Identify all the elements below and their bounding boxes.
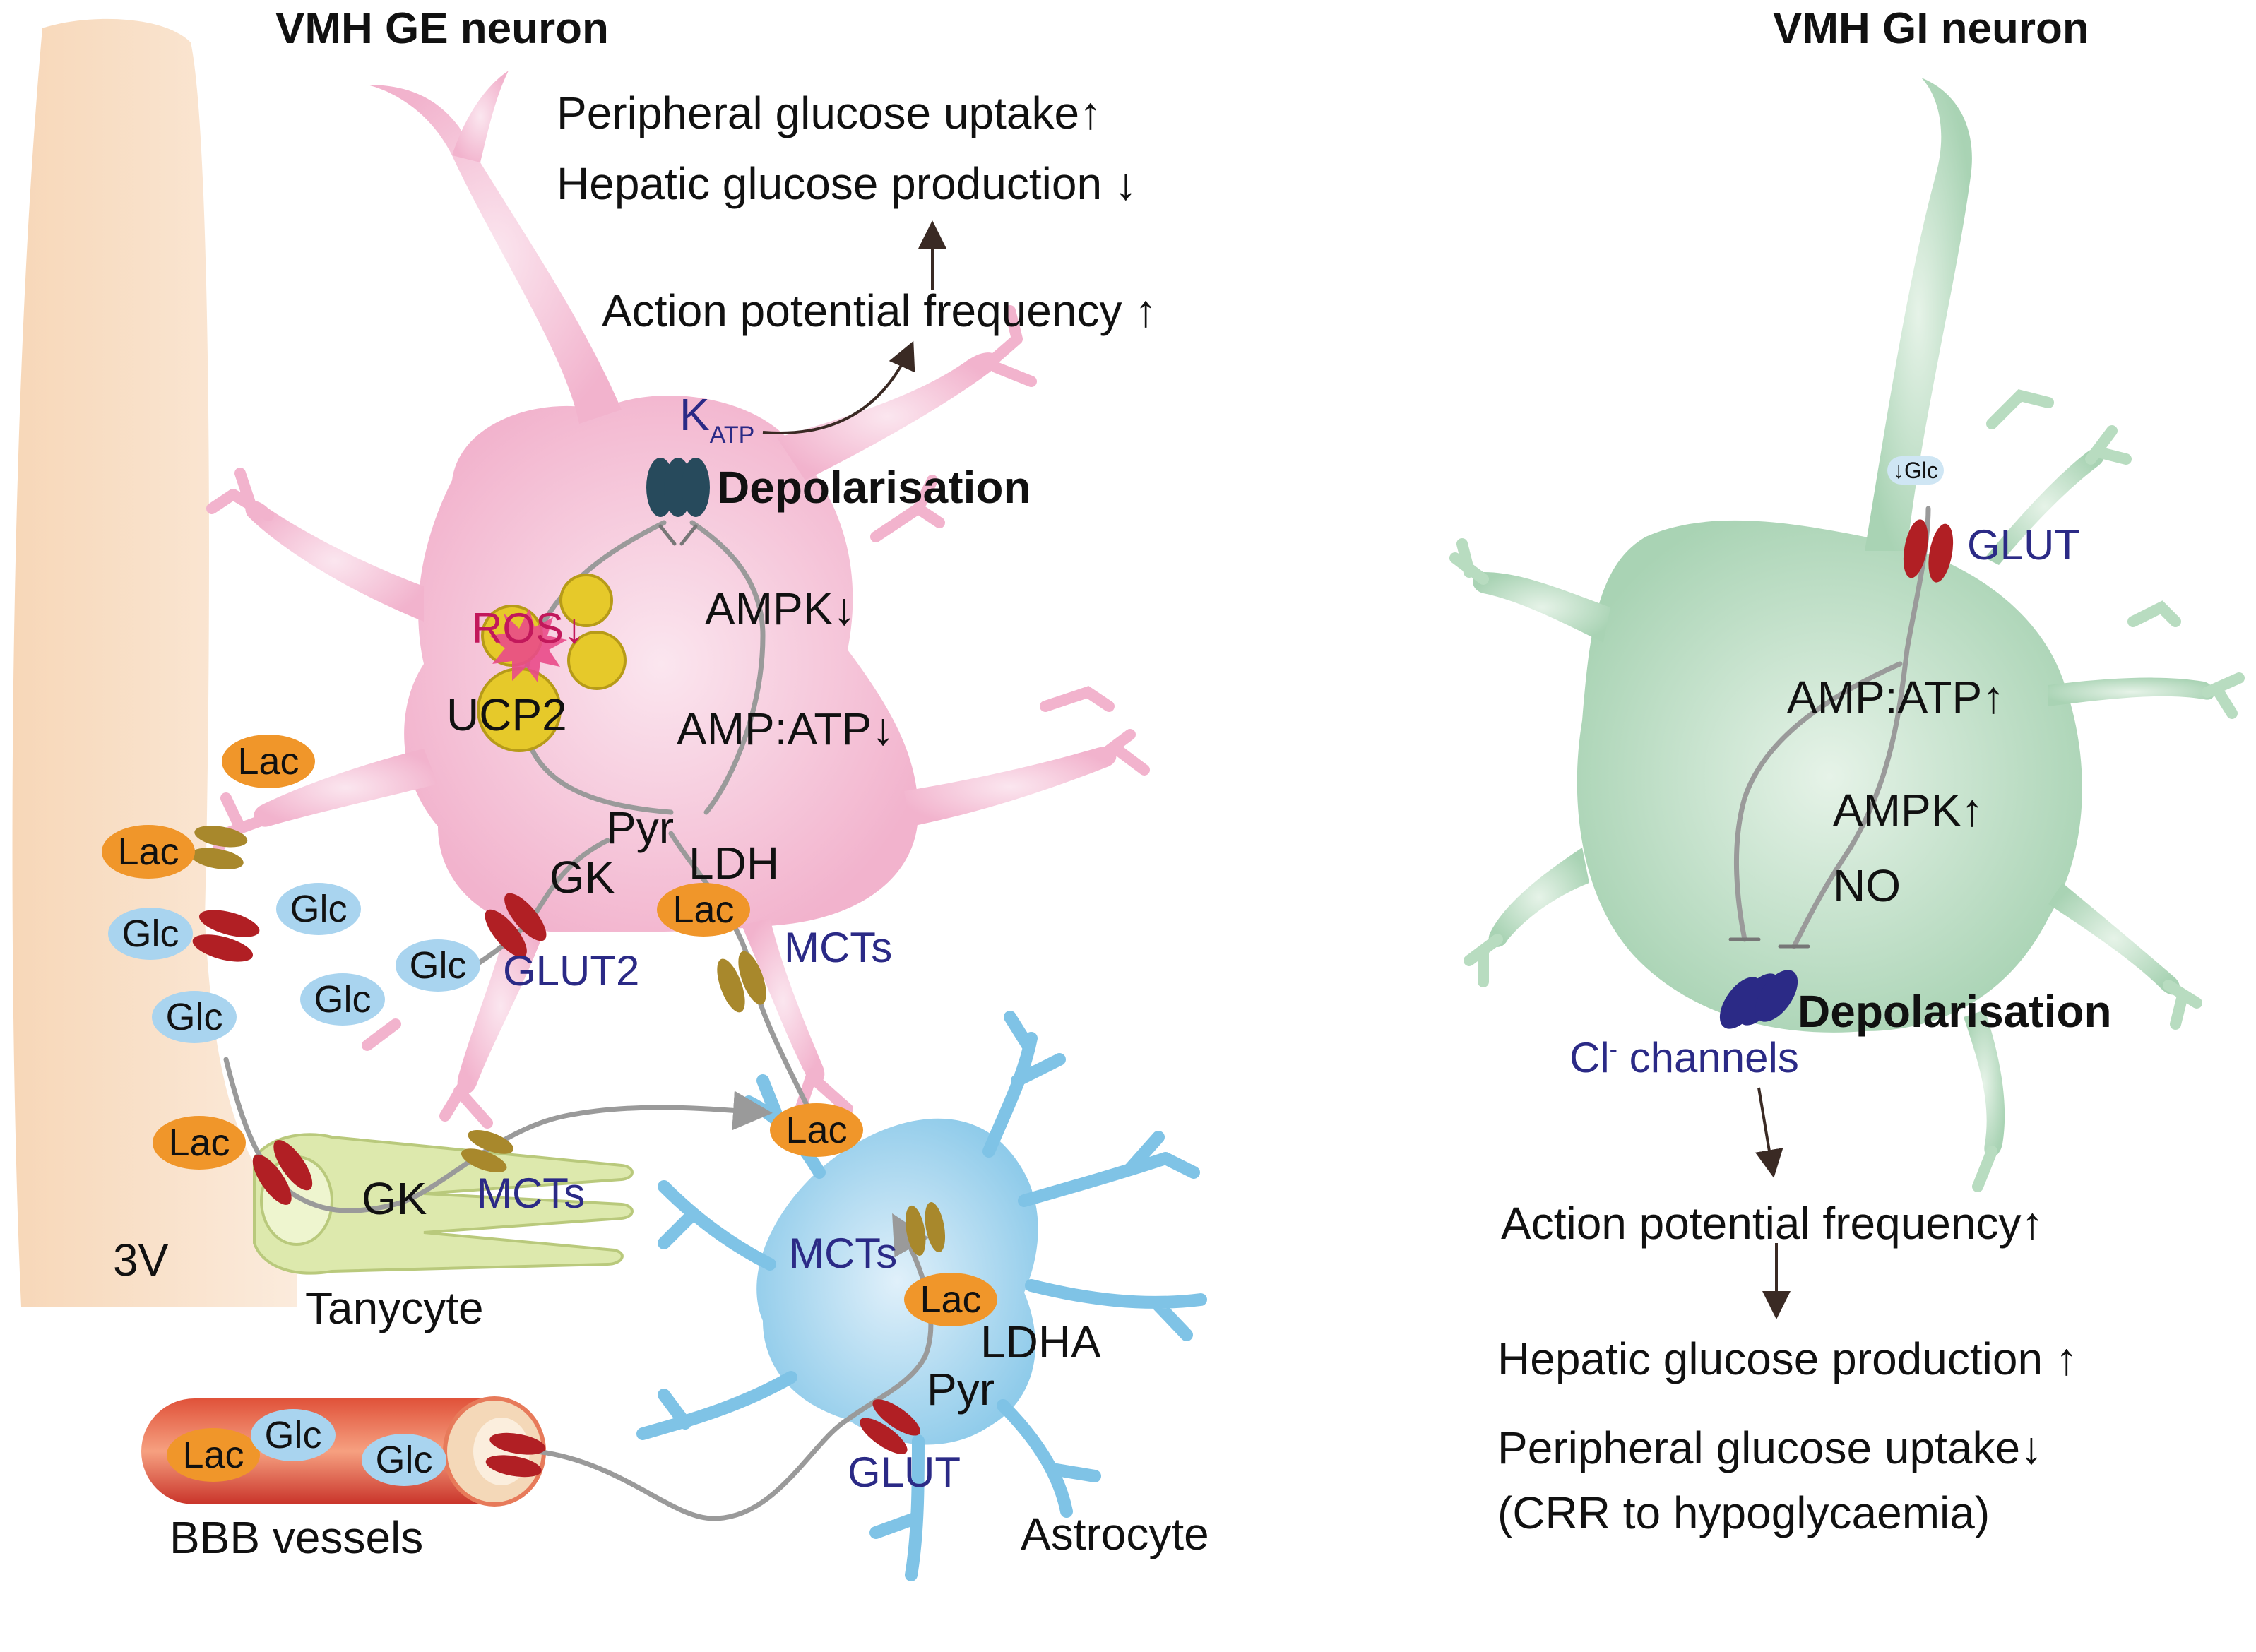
cl-channel xyxy=(1719,970,1798,1029)
third-ventricle-shape xyxy=(12,18,297,1307)
lac-chip-2: Lac xyxy=(102,825,195,879)
ge-lac-chip: Lac xyxy=(657,883,750,937)
glc-chip-1: Glc xyxy=(108,908,193,960)
bbb-glc-chip-1: Glc xyxy=(251,1409,336,1461)
ge-glc-chip: Glc xyxy=(396,939,480,992)
bbb-label: BBB vessels xyxy=(170,1512,424,1563)
mct-transporters xyxy=(190,825,946,1256)
ge-effect-hepatic: Hepatic glucose production ↓ xyxy=(557,158,1137,209)
gi-ampatp-label: AMP:ATP↑ xyxy=(1787,672,2005,723)
katp-channel xyxy=(646,458,710,517)
gi-glut-label: GLUT xyxy=(1967,521,2081,569)
astro-pyr-label: Pyr xyxy=(927,1364,995,1415)
glut2-label: GLUT2 xyxy=(503,947,640,994)
ge-effect-uptake: Peripheral glucose uptake↑ xyxy=(557,88,1103,138)
astro-mcts-label: MCTs xyxy=(789,1230,898,1277)
output-arrows xyxy=(762,220,1791,1319)
ge-ampk-label: AMPK↓ xyxy=(705,583,856,634)
ge-pyr-label: Pyr xyxy=(606,802,674,853)
astrocyte-cell xyxy=(756,1118,1038,1445)
tanycyte-gk-label: GK xyxy=(362,1173,427,1224)
lac-chip-1: Lac xyxy=(222,735,315,788)
gi-glc-label: ↓Glc xyxy=(1887,456,1944,485)
lac-chip-3: Lac xyxy=(153,1116,246,1170)
astro-lac-chip: Lac xyxy=(904,1273,997,1326)
gi-effect-ap: Action potential frequency↑ xyxy=(1501,1198,2044,1249)
astrocyte-processes xyxy=(636,1011,1207,1581)
bbb-lac-chip: Lac xyxy=(167,1428,260,1482)
gi-effect-uptake: Peripheral glucose uptake↓ xyxy=(1497,1422,2043,1473)
ge-neuron-cell xyxy=(245,71,1117,1095)
third-ventricle-label: 3V xyxy=(113,1235,169,1285)
astro-glut-label: GLUT xyxy=(848,1449,961,1496)
ge-mcts-label: MCTs xyxy=(784,924,893,971)
bbb-glc-chip-2: Glc xyxy=(362,1434,446,1486)
gi-ampk-label: AMPK↑ xyxy=(1833,785,1984,836)
ge-effect-ap: Action potential frequency ↑ xyxy=(602,285,1158,336)
astrocyte-label: Astrocyte xyxy=(1021,1509,1209,1559)
astro-lac-top-chip: Lac xyxy=(770,1103,863,1157)
cl-channels-label: Cl- channels xyxy=(1569,1034,1799,1081)
ucp2-label: UCP2 xyxy=(446,689,567,740)
tanycyte-label: Tanycyte xyxy=(305,1283,484,1333)
tanycyte-mcts-label: MCTs xyxy=(477,1170,586,1217)
gi-neuron-dendrites xyxy=(1449,389,2245,1192)
ldha-label: LDHA xyxy=(980,1317,1101,1367)
ge-ampatp-label: AMP:ATP↓ xyxy=(677,703,895,754)
gi-neuron-cell xyxy=(1473,78,2214,1158)
ge-depolarisation-label: Depolarisation xyxy=(717,462,1031,513)
glut-transporters xyxy=(192,519,1954,1478)
ge-ldh-label: LDH xyxy=(689,838,780,889)
ge-gk-label: GK xyxy=(550,852,615,903)
gi-depolarisation-label: Depolarisation xyxy=(1798,986,2112,1037)
ge-neuron-title: VMH GE neuron xyxy=(275,4,609,53)
gi-effect-hepatic: Hepatic glucose production ↑ xyxy=(1497,1333,2078,1384)
glc-chip-4: Glc xyxy=(152,991,237,1043)
glc-chip-3: Glc xyxy=(300,973,385,1026)
glc-chip-2: Glc xyxy=(276,883,361,935)
gi-no-label: NO xyxy=(1833,860,1901,911)
gi-effect-crr: (CRR to hypoglycaemia) xyxy=(1497,1487,1990,1538)
ros-label: ROS↓ xyxy=(472,605,586,652)
katp-label: KATP xyxy=(679,389,755,448)
ros-burst xyxy=(489,609,567,682)
gi-neuron-title: VMH GI neuron xyxy=(1773,4,2089,53)
